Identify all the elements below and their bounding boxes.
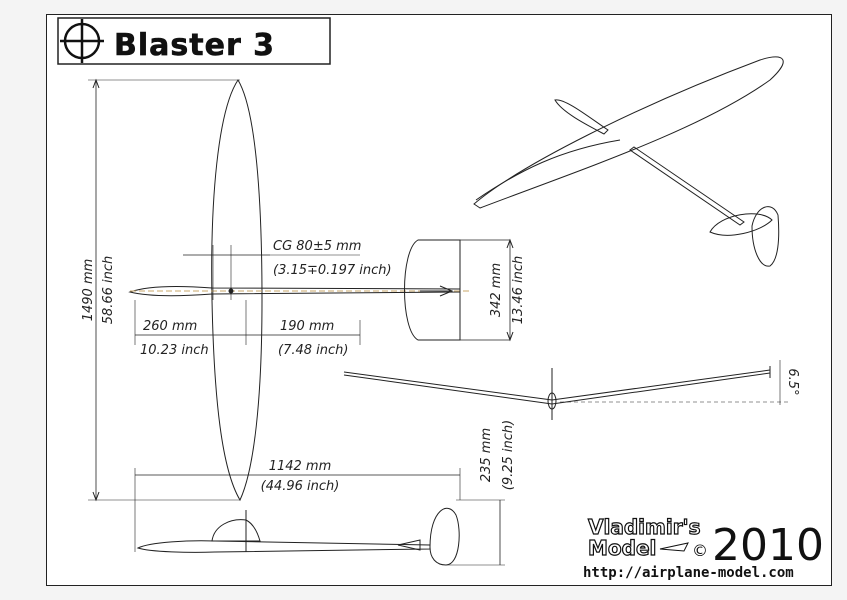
fin-side-view bbox=[429, 507, 460, 566]
nose-inch-label: 10.23 inch bbox=[140, 343, 209, 358]
tail-mm-label: 190 mm bbox=[280, 319, 334, 334]
plane-logo-icon bbox=[659, 542, 689, 552]
copyright-symbol: © bbox=[692, 541, 708, 560]
length-inch-label: (44.96 inch) bbox=[261, 479, 340, 494]
stab-span-mm-label: 342 mm bbox=[489, 263, 504, 317]
brand-url[interactable]: http://airplane-model.com bbox=[583, 565, 794, 581]
length-mm-label: 1142 mm bbox=[269, 459, 332, 474]
brand-line1: Vladimir's bbox=[588, 515, 701, 539]
drawing-title: Blaster 3 bbox=[114, 28, 275, 63]
wing-side-view bbox=[211, 519, 261, 542]
wing-perspective-view bbox=[473, 56, 784, 209]
brand-year: 2010 bbox=[712, 520, 824, 571]
span-inch-label: 58.66 inch bbox=[101, 256, 116, 325]
cg-mm-label: CG 80±5 mm bbox=[273, 239, 361, 254]
brand-line2: Model bbox=[588, 536, 656, 560]
nose-mm-label: 260 mm bbox=[143, 319, 197, 334]
wing-front-view bbox=[343, 369, 771, 401]
cg-inch-label: (3.15∓0.197 inch) bbox=[273, 263, 392, 278]
fin-height-mm-label: 235 mm bbox=[479, 428, 494, 482]
drawing-frame bbox=[46, 14, 832, 586]
crosshair-logo-icon bbox=[60, 19, 104, 63]
wing-top-view bbox=[211, 79, 263, 502]
span-mm-label: 1490 mm bbox=[81, 259, 96, 322]
dihedral-label: 6.5° bbox=[785, 368, 800, 395]
stab-span-inch-label: 13.46 inch bbox=[511, 256, 526, 325]
tail-inch-label: (7.48 inch) bbox=[278, 343, 348, 358]
boom-perspective-view bbox=[629, 146, 745, 226]
stabilizer-top-view bbox=[404, 239, 461, 341]
fuselage-side-view bbox=[136, 540, 431, 553]
fin-height-inch-label: (9.25 inch) bbox=[501, 420, 516, 490]
stabilizer-perspective-view bbox=[709, 213, 773, 236]
